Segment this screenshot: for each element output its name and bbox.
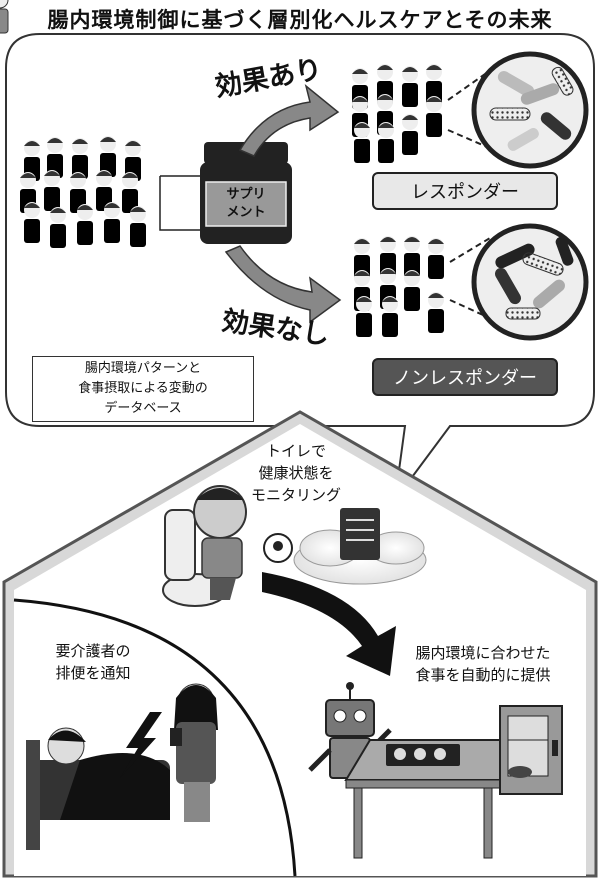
toilet-caption: トイレで 健康状態を モニタリング — [236, 440, 356, 506]
lightbulb-icon — [264, 534, 292, 562]
toilet-line1: トイレで — [236, 440, 356, 462]
supplement-label: サプリ メント — [206, 186, 286, 222]
caregiver-line2: 排便を通知 — [38, 662, 148, 684]
meal-line2: 食事を自動的に提供 — [398, 664, 568, 686]
caregiver-caption: 要介護者の 排便を通知 — [38, 640, 148, 684]
cabinet — [500, 706, 562, 794]
supplement-line2: メント — [206, 204, 286, 222]
toilet-line2: 健康状態を — [236, 462, 356, 484]
main-title: 腸内環境制御に基づく層別化ヘルスケアとその未来 — [0, 4, 600, 34]
meal-caption: 腸内環境に合わせた 食事を自動的に提供 — [398, 642, 568, 686]
supplement-line1: サプリ — [206, 186, 286, 204]
caregiver-line1: 要介護者の — [38, 640, 148, 662]
toilet-line3: モニタリング — [236, 484, 356, 506]
nonresponder-label: ノンレスポンダー — [372, 358, 558, 396]
database-line3: データベース — [33, 399, 253, 419]
database-box: 腸内環境パターンと 食事摂取による変動の データベース — [32, 356, 254, 422]
microbiome-responder — [474, 54, 586, 166]
database-line2: 食事摂取による変動の — [33, 379, 253, 399]
meal-line1: 腸内環境に合わせた — [398, 642, 568, 664]
microbiome-nonresponder — [474, 226, 586, 338]
responder-label: レスポンダー — [372, 172, 558, 210]
database-line1: 腸内環境パターンと — [33, 359, 253, 379]
